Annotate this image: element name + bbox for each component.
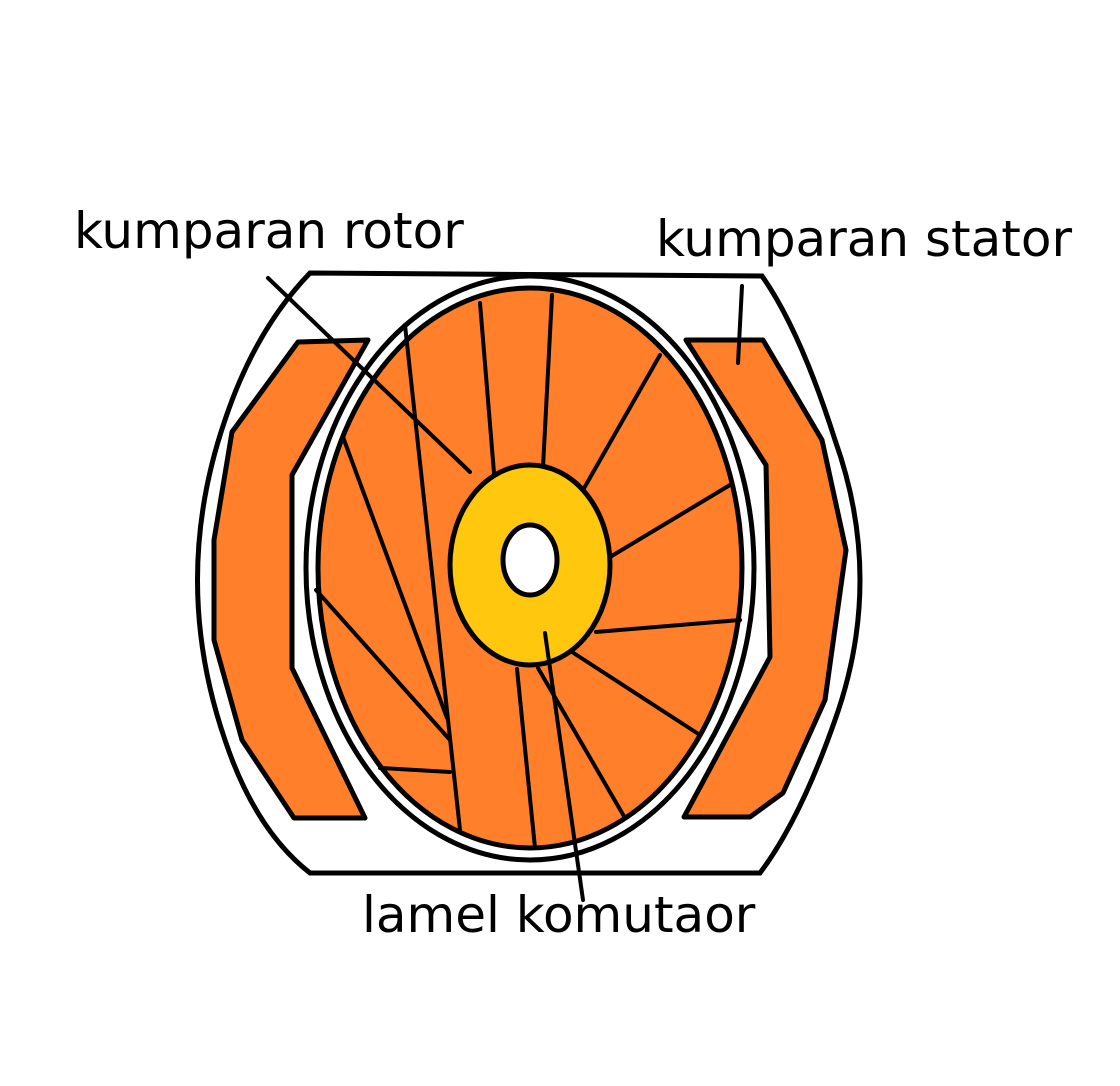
leader-line-stator xyxy=(736,284,744,365)
rotor-slot-line xyxy=(314,588,452,742)
rotor-slot-line xyxy=(403,323,462,832)
stator-coil-label: kumparan stator xyxy=(656,210,1073,268)
leader-line-commutator xyxy=(543,631,585,902)
rotor-slot-line xyxy=(581,353,662,492)
rotor-slot-line xyxy=(608,483,732,559)
rotor-slot-line xyxy=(378,766,452,774)
leader-lines xyxy=(266,276,744,902)
rotor-slot-line xyxy=(515,667,537,850)
motor-housing xyxy=(195,270,863,876)
stator-coil-right xyxy=(681,337,849,820)
rotor-slot-line xyxy=(570,650,702,737)
stator-coil-left xyxy=(211,337,371,821)
rotor-slot-line xyxy=(341,435,449,720)
commutator-segment-label: lamel komutaor xyxy=(362,886,756,944)
rotor-slot-line xyxy=(541,293,554,469)
rotor-slot-line xyxy=(594,618,742,634)
shaft-hole xyxy=(500,522,560,598)
rotor-coil-label: kumparan rotor xyxy=(74,202,464,260)
leader-line-rotor xyxy=(266,276,472,474)
rotor-slot-line xyxy=(478,301,496,475)
